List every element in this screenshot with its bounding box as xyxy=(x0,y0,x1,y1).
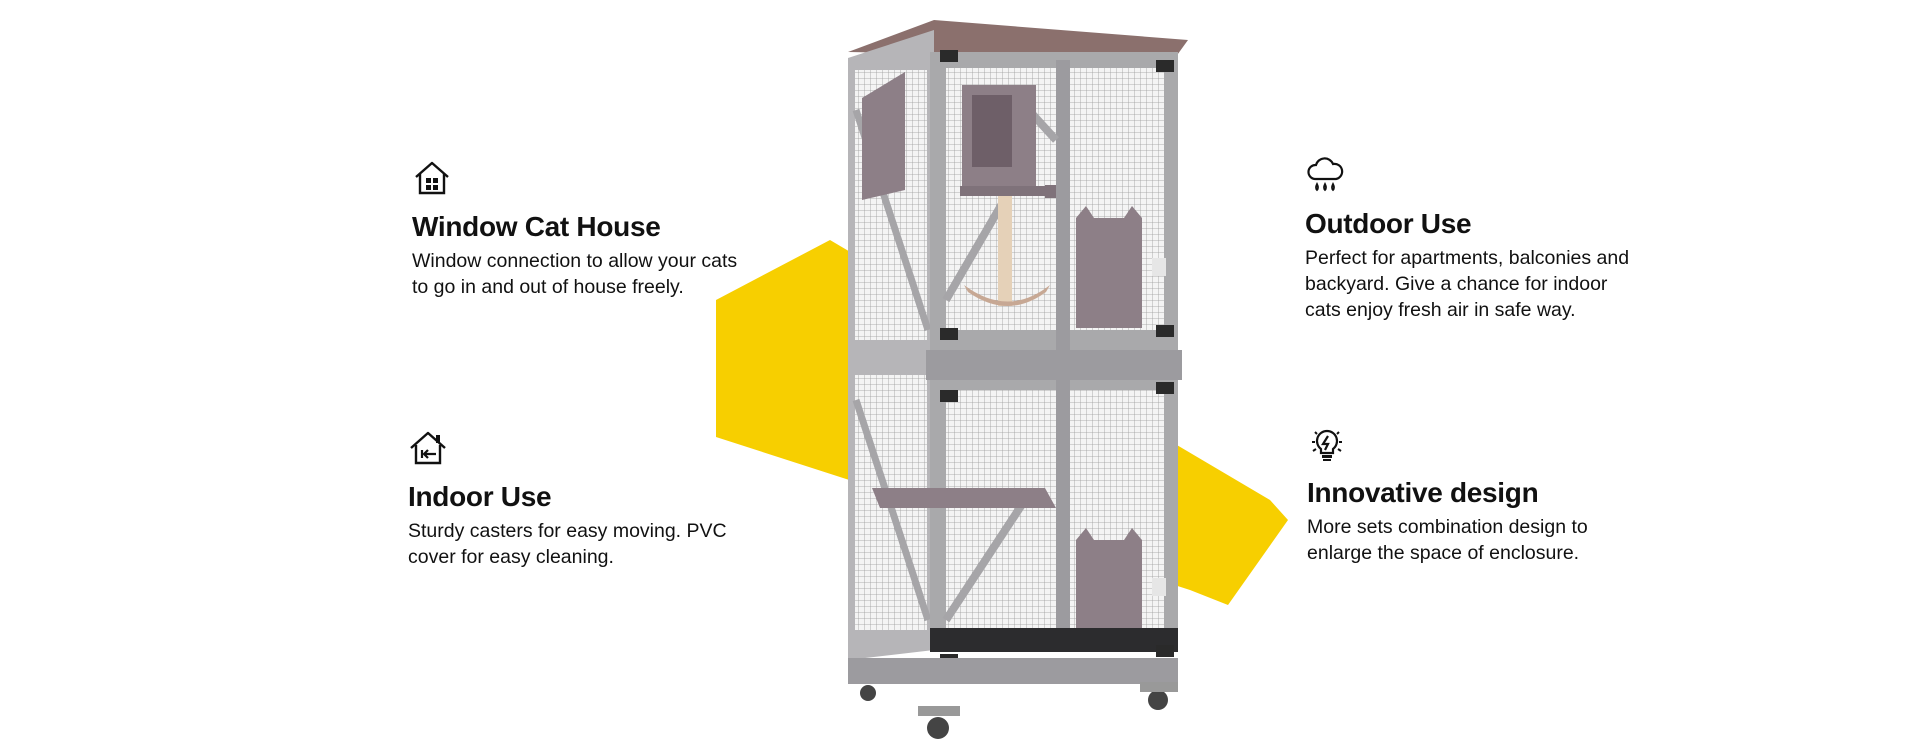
feature-description: More sets combination design to enlarge … xyxy=(1307,516,1588,564)
cat-enclosure-image xyxy=(848,20,1188,739)
feature-description: Window connection to allow your cats to … xyxy=(412,250,738,298)
feature-title: Window Cat House xyxy=(412,211,661,242)
house-arrow-icon xyxy=(410,431,446,465)
feature-indoor-use: Indoor Use Sturdy casters for easy movin… xyxy=(408,428,738,570)
feature-description: Sturdy casters for easy moving. PVC cove… xyxy=(408,520,727,568)
feature-title: Outdoor Use xyxy=(1305,208,1472,239)
house-window-icon xyxy=(415,161,449,195)
feature-title: Innovative design xyxy=(1307,477,1539,508)
feature-outdoor-use: Outdoor Use Perfect for apartments, balc… xyxy=(1305,155,1635,323)
lightbulb-icon xyxy=(1312,429,1342,461)
feature-window-cat-house: Window Cat House Window connection to al… xyxy=(412,158,742,300)
feature-description: Perfect for apartments, balconies and ba… xyxy=(1305,247,1630,321)
feature-innovative-design: Innovative design More sets combination … xyxy=(1307,424,1637,566)
feature-title: Indoor Use xyxy=(408,481,552,512)
cloud-rain-icon xyxy=(1307,157,1344,192)
